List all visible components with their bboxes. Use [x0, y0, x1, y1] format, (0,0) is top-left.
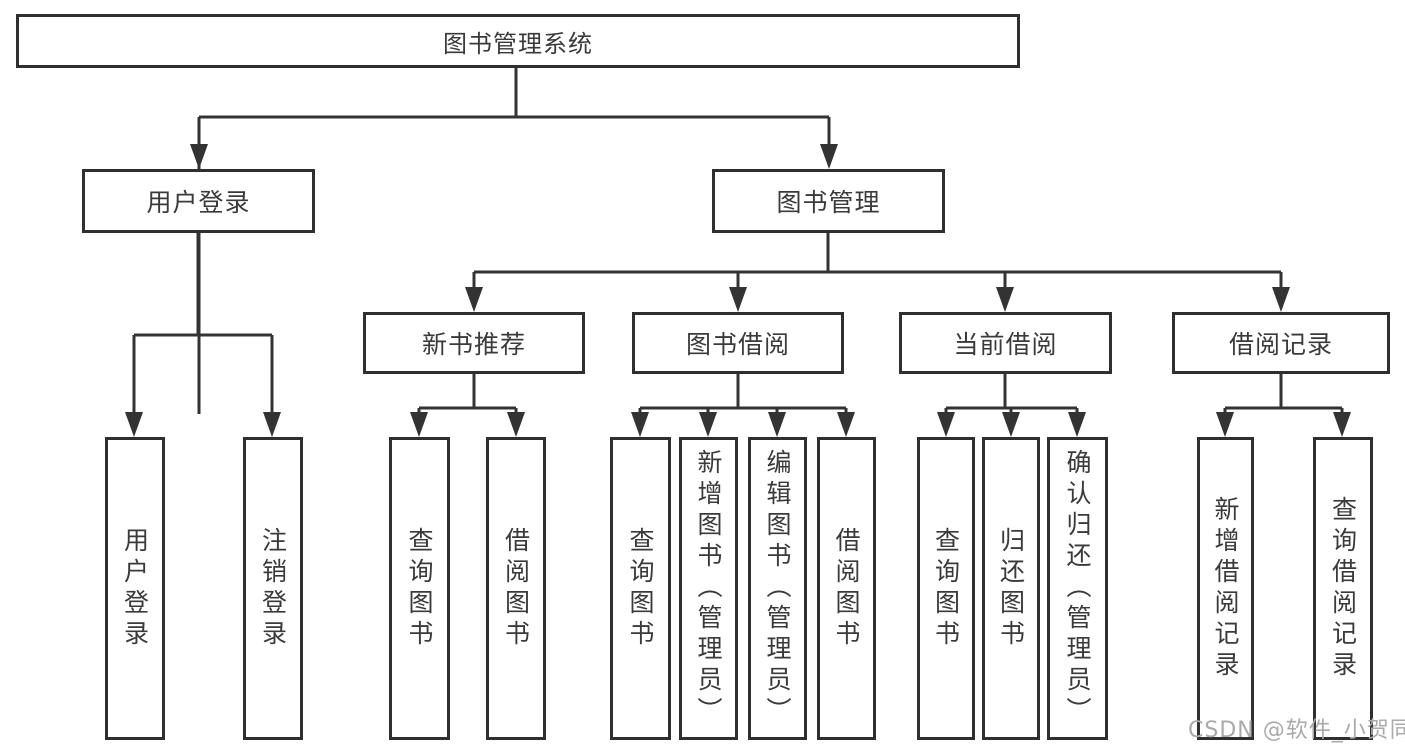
leaf-add-borrow-record: 新增借阅记录	[1197, 437, 1254, 740]
leaf-query-books-current: 查询图书	[917, 437, 975, 740]
leaf-borrow-books-recommend-label: 借阅图书	[501, 526, 531, 651]
node-book-management: 图书管理	[712, 169, 945, 233]
arrowheads	[125, 144, 1351, 437]
node-new-book-recommend: 新书推荐	[363, 312, 585, 374]
leaf-query-books-borrow: 查询图书	[610, 437, 671, 740]
leaf-edit-book-admin-label: 编辑图书（管理员）	[763, 449, 792, 728]
leaf-query-books-borrow-label: 查询图书	[626, 526, 655, 651]
leaf-logout-label: 注销登录	[258, 526, 288, 651]
leaf-add-book-admin: 新增图书（管理员）	[679, 437, 738, 740]
leaf-borrow-books: 借阅图书	[817, 437, 876, 740]
node-user-login: 用户登录	[82, 169, 315, 233]
leaf-return-book-label: 归还图书	[996, 526, 1026, 651]
leaf-return-book: 归还图书	[982, 437, 1040, 740]
leaf-user-login-label: 用户登录	[120, 526, 150, 651]
leaf-add-borrow-record-label: 新增借阅记录	[1211, 495, 1240, 682]
leaf-query-borrow-record: 查询借阅记录	[1313, 437, 1373, 740]
leaf-query-borrow-record-label: 查询借阅记录	[1328, 495, 1358, 682]
leaf-confirm-return-admin-label: 确认归还（管理员）	[1063, 449, 1092, 728]
leaf-logout: 注销登录	[243, 437, 303, 740]
node-current-borrow: 当前借阅	[899, 312, 1112, 374]
leaf-user-login: 用户登录	[105, 437, 165, 740]
leaf-add-book-admin-label: 新增图书（管理员）	[694, 449, 723, 728]
node-root-system: 图书管理系统	[16, 14, 1020, 68]
leaf-query-books-recommend-label: 查询图书	[405, 526, 434, 651]
leaf-query-books-current-label: 查询图书	[931, 526, 961, 651]
leaf-edit-book-admin: 编辑图书（管理员）	[748, 437, 807, 740]
leaf-borrow-books-recommend: 借阅图书	[486, 437, 546, 740]
node-borrow-records: 借阅记录	[1172, 312, 1390, 374]
csdn-watermark: CSDN @软件_小贺同学	[1188, 718, 1405, 743]
node-book-borrow: 图书借阅	[632, 312, 844, 374]
leaf-confirm-return-admin: 确认归还（管理员）	[1047, 437, 1108, 740]
leaf-query-books-recommend: 查询图书	[389, 437, 450, 740]
leaf-borrow-books-label: 借阅图书	[832, 526, 861, 651]
